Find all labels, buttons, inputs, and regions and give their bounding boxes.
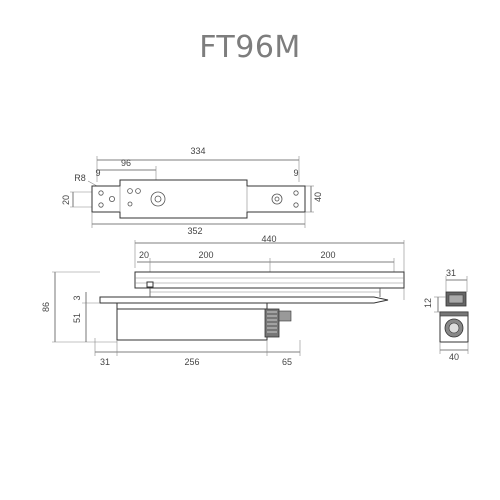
arm-element	[264, 308, 280, 338]
dim-31-end: 31	[446, 268, 456, 278]
dim-352: 352	[187, 226, 202, 236]
dim-20: 20	[61, 195, 71, 205]
dim-86: 86	[41, 302, 51, 312]
dim-65: 65	[282, 357, 292, 367]
dim-200-a: 200	[198, 250, 213, 260]
dim-200-b: 200	[320, 250, 335, 260]
dim-9-left: 9	[95, 168, 100, 178]
dim-96: 96	[121, 158, 131, 168]
slide-rail	[134, 271, 405, 289]
dim-3: 3	[72, 295, 82, 300]
dim-12: 12	[423, 298, 433, 308]
dim-20-rail: 20	[139, 250, 149, 260]
dim-256: 256	[184, 357, 199, 367]
top-view-plate	[91, 179, 306, 219]
dim-40: 40	[313, 192, 323, 202]
top-view: 334 96 9 9 R8 20 40	[61, 146, 323, 236]
dim-r8: R8	[74, 173, 86, 183]
dim-440: 440	[261, 234, 276, 244]
dim-40-end: 40	[449, 352, 459, 362]
product-title: FT96M	[199, 30, 301, 65]
dim-9-right: 9	[293, 168, 298, 178]
end-view: 31 12 40	[423, 268, 469, 362]
arm-plate	[99, 296, 389, 304]
dim-31: 31	[100, 357, 110, 367]
dim-51: 51	[72, 313, 82, 323]
side-view: 440 20 200 200 86 51	[41, 234, 405, 367]
dim-334: 334	[190, 146, 205, 156]
